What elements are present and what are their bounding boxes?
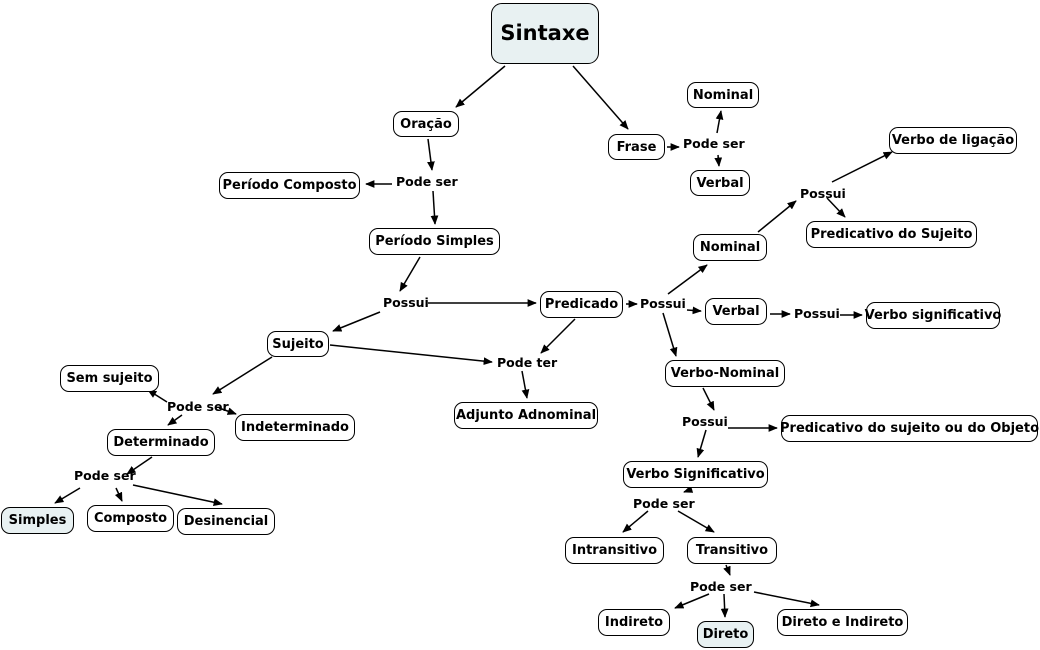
node-simples[interactable]: Simples	[1, 507, 74, 534]
edge-e-possui6-verbosig	[696, 429, 707, 458]
link-label-ll_possui_pred: Possui	[640, 296, 686, 311]
link-label-ll_possui_vn: Possui	[682, 414, 728, 429]
edge-e-podeter-adjunto	[521, 370, 530, 399]
node-sem_sujeito[interactable]: Sem sujeito	[60, 365, 159, 392]
edge-e-podeser5-direto	[720, 593, 729, 618]
node-frase[interactable]: Frase	[608, 134, 665, 160]
edge-e-podeser-verbal	[714, 154, 723, 167]
edge-e-podeser3-composto	[114, 487, 123, 502]
node-verbal_frase[interactable]: Verbal	[690, 170, 750, 196]
edge-e-possui3-verbonom	[662, 312, 678, 357]
link-label-ll_transitivo: Pode ser	[690, 579, 752, 594]
edge-e-podeser-persimp	[430, 190, 439, 225]
node-verbal_pred[interactable]: Verbal	[705, 298, 767, 325]
node-pred_sujeito[interactable]: Predicativo do Sujeito	[806, 221, 977, 248]
edge-e-podeser4-transit	[677, 510, 715, 533]
link-label-ll_possui_verb: Possui	[794, 306, 840, 321]
node-predicado[interactable]: Predicado	[540, 291, 623, 318]
node-verbo_ligacao[interactable]: Verbo de ligação	[889, 127, 1017, 154]
node-determinado[interactable]: Determinado	[107, 429, 215, 456]
node-nominal_pred[interactable]: Nominal	[693, 234, 767, 261]
edge-e-podeser4-intrans	[622, 510, 649, 533]
edge-e-podeser5-indireto	[674, 593, 710, 609]
node-nominal_frase[interactable]: Nominal	[687, 82, 759, 108]
node-direto[interactable]: Direto	[697, 621, 754, 648]
edge-e-sujeito-podeser	[212, 356, 273, 395]
edge-e-podeser-nominal	[715, 110, 724, 134]
node-composto[interactable]: Composto	[87, 505, 174, 532]
edge-e-sintaxe-frase	[572, 65, 629, 130]
link-label-ll_pode_ter: Pode ter	[497, 355, 558, 370]
link-label-ll_determinado: Pode ser	[74, 468, 136, 483]
node-sintaxe[interactable]: Sintaxe	[491, 3, 599, 64]
node-indeterminado[interactable]: Indeterminado	[235, 414, 355, 441]
edge-e-predicado-podeter	[540, 318, 576, 354]
edge-e-podeser3-desin	[132, 484, 223, 507]
node-verbo_signif_v[interactable]: Verbo significativo	[865, 302, 1001, 329]
edge-e-verbonom-possui	[702, 387, 715, 411]
edge-e-oracao-podeser	[427, 138, 435, 171]
node-per_simples[interactable]: Período Simples	[369, 228, 500, 255]
node-pred_suj_obj[interactable]: Predicativo do sujeito ou do Objeto	[780, 415, 1039, 442]
edge-e-sintaxe-oracao	[455, 65, 506, 108]
node-sujeito[interactable]: Sujeito	[267, 331, 329, 357]
node-verbo_signif[interactable]: Verbo Significativo	[623, 461, 768, 488]
edge-e-podeser5-dirindir	[753, 591, 820, 608]
edge-group	[54, 65, 893, 618]
edge-e-podeser2-determ	[167, 414, 183, 426]
node-desinencial[interactable]: Desinencial	[177, 508, 275, 535]
edge-e-possui-sujeito	[332, 311, 381, 332]
edge-e-possui4-ligacao	[831, 151, 893, 183]
edge-e-possui3-nominal	[667, 264, 708, 295]
link-label-ll_oracao: Pode ser	[396, 174, 458, 189]
link-label-ll_verbo_sig: Pode ser	[633, 496, 695, 511]
edge-e-verbosig-podeser	[683, 485, 694, 493]
node-adj_adnominal[interactable]: Adjunto Adnominal	[454, 402, 598, 429]
node-transitivo[interactable]: Transitivo	[687, 537, 777, 564]
node-per_composto[interactable]: Período Composto	[219, 172, 360, 199]
node-direto_indireto[interactable]: Direto e Indireto	[777, 609, 908, 636]
link-label-ll_sujeito: Pode ser	[167, 399, 229, 414]
node-verbo_nominal[interactable]: Verbo-Nominal	[665, 360, 785, 387]
link-label-ll_possui_nom: Possui	[800, 186, 846, 201]
edge-e-sujeito-podeter	[329, 344, 493, 366]
edge-e-persimp-possui	[399, 256, 421, 292]
node-oracao[interactable]: Oração	[393, 111, 459, 137]
node-intransitivo[interactable]: Intransitivo	[565, 537, 664, 564]
edge-e-transit-podeser	[723, 564, 731, 576]
edge-e-possui3-verbal	[686, 306, 702, 315]
edge-e-podeser3-simples	[54, 487, 81, 504]
link-label-ll_frase: Pode ser	[683, 136, 745, 151]
edge-e-nominal-possui	[757, 200, 797, 233]
link-label-ll_possui_ps: Possui	[383, 295, 429, 310]
node-indireto[interactable]: Indireto	[598, 609, 670, 636]
